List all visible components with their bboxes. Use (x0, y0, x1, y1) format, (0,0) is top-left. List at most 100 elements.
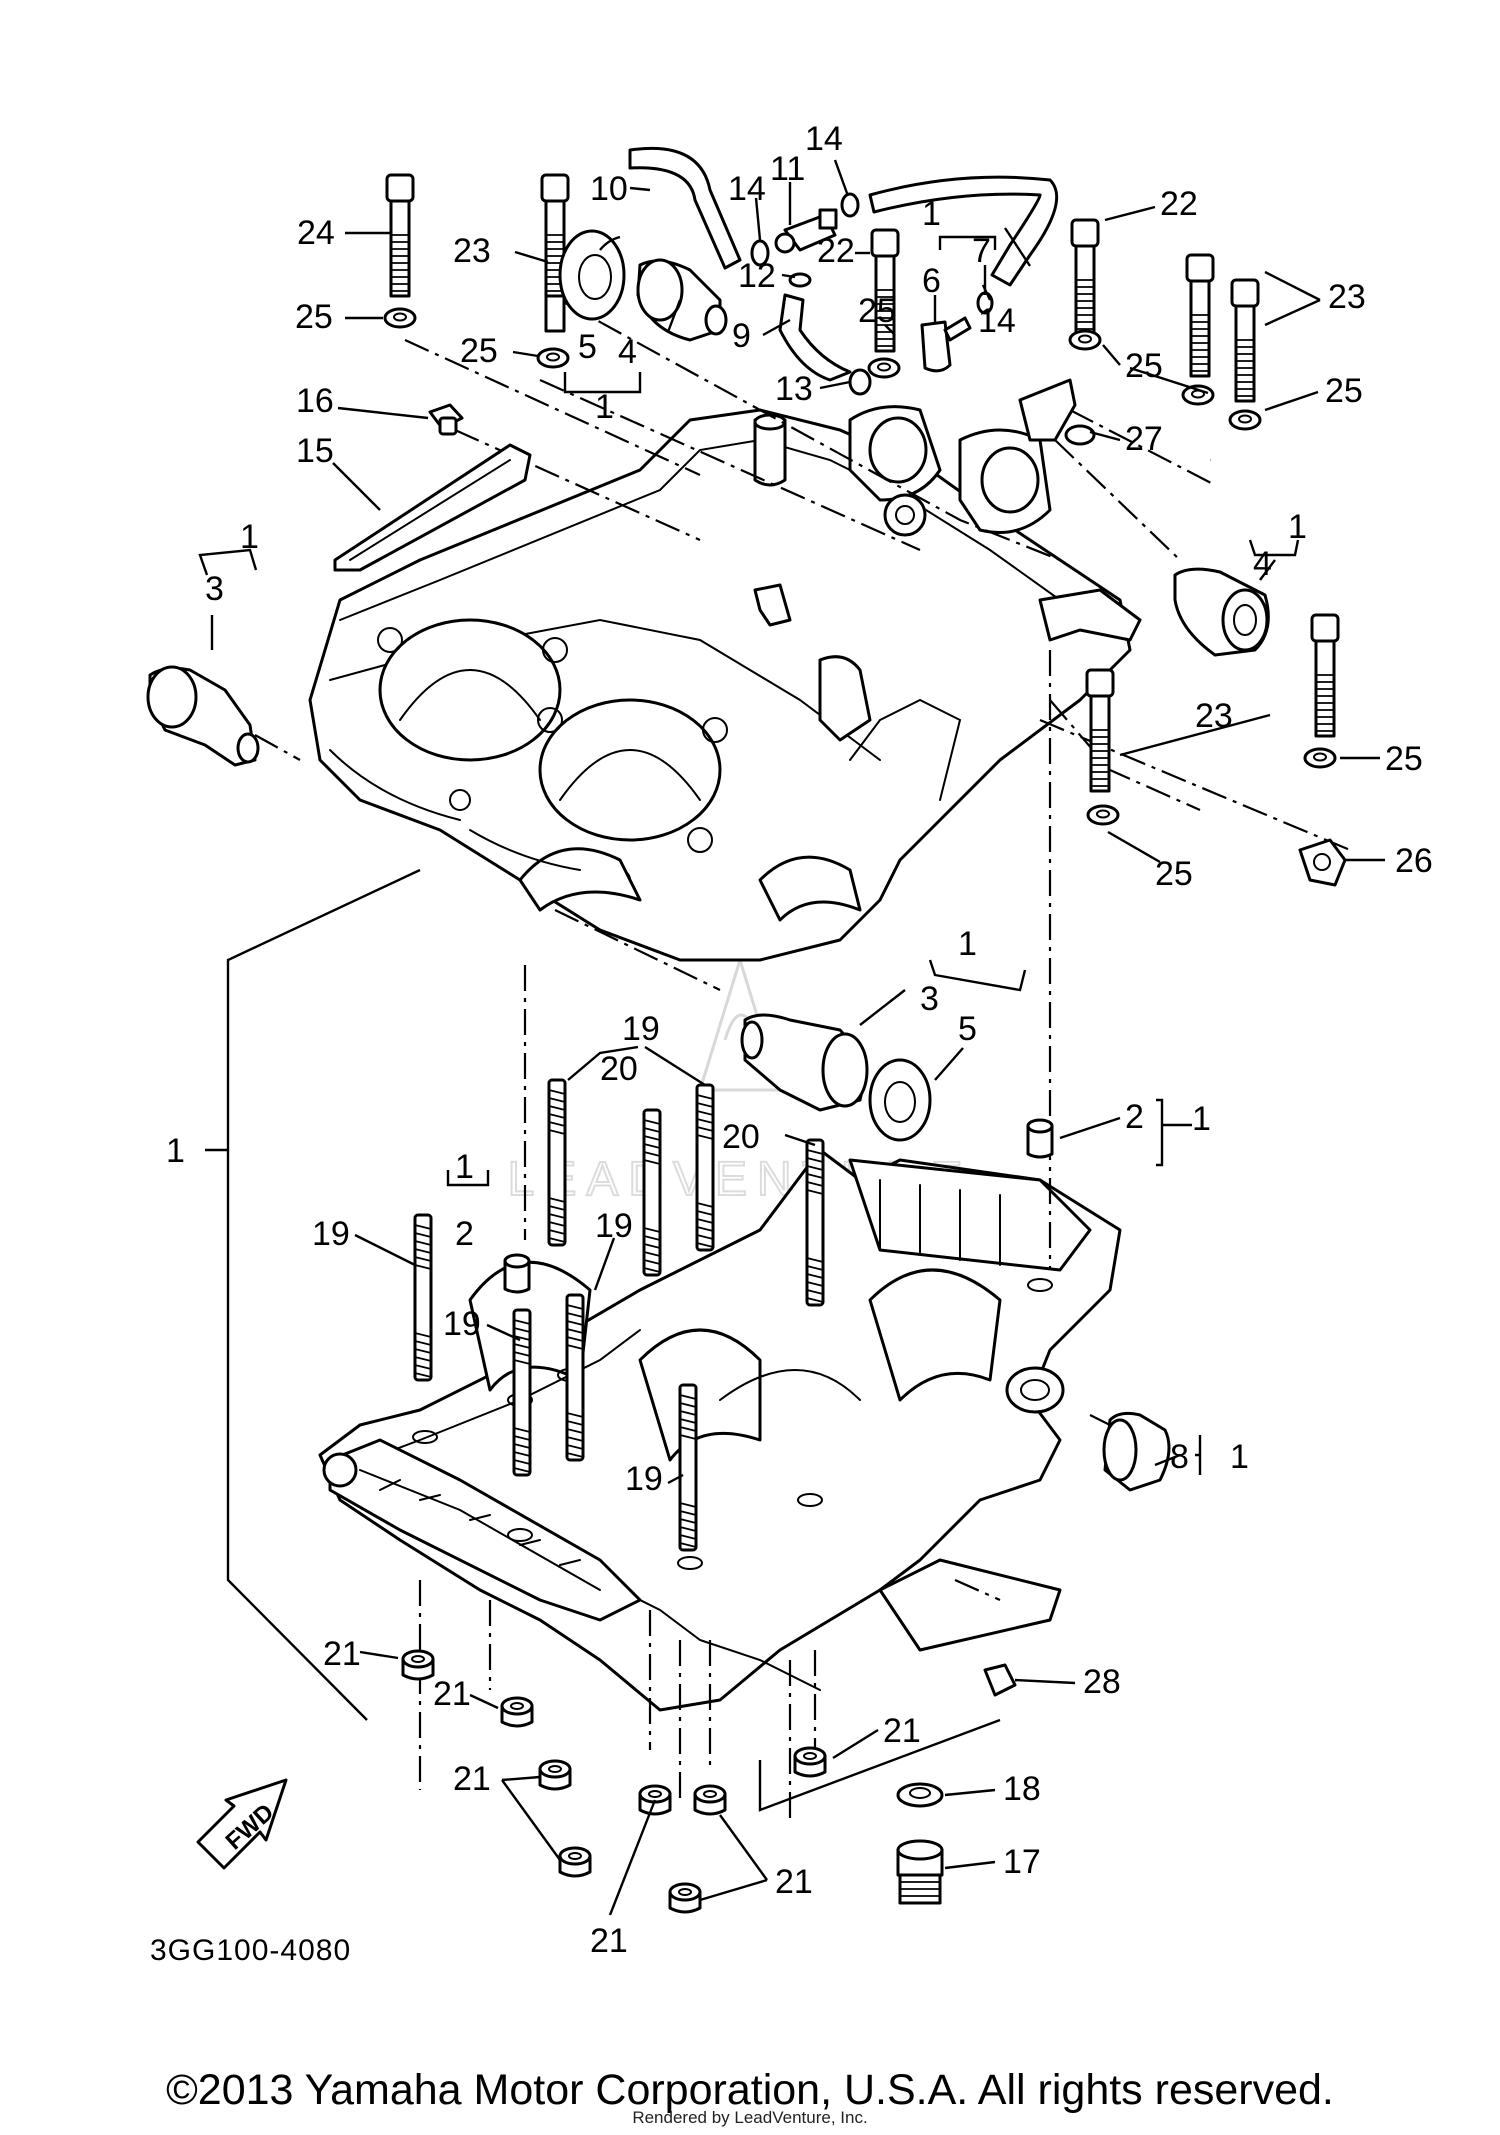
nut-21-h (793, 1746, 827, 1778)
bolt-22-b (1070, 218, 1100, 343)
callout-23-b: 23 (1328, 278, 1366, 316)
stud-19-d (512, 1308, 532, 1477)
nut-21-b (500, 1696, 534, 1728)
clip-13 (848, 368, 872, 396)
nut-21-d (558, 1846, 592, 1878)
callout-23-c: 23 (1195, 697, 1233, 735)
callout-25-c: 25 (858, 292, 896, 330)
hose-10 (628, 146, 742, 270)
bolt-24 (385, 173, 415, 298)
stud-20-a (547, 1078, 567, 1247)
bearing-3-mid (740, 1013, 869, 1112)
callout-14-c: 14 (978, 302, 1016, 340)
callout-1-top-a: 1 (595, 388, 614, 426)
seal-5-top (558, 229, 626, 321)
callout-25-a: 25 (295, 298, 333, 336)
stud-20-b (805, 1138, 825, 1307)
joint-11 (774, 208, 838, 254)
callout-24: 24 (297, 214, 335, 252)
upper-crankcase (308, 405, 1142, 962)
callout-7: 7 (972, 232, 991, 270)
washer-25-c (867, 357, 901, 379)
stud-19-f (678, 1383, 698, 1552)
callout-3-mid: 3 (920, 980, 939, 1018)
callout-25-d: 25 (1125, 347, 1163, 385)
callout-25-f: 25 (1385, 740, 1423, 778)
callout-12: 12 (738, 257, 776, 295)
bolt-23-c (1230, 278, 1260, 403)
callout-19-d: 19 (625, 1460, 663, 1498)
callout-5-top: 5 (578, 328, 597, 366)
callout-28: 28 (1083, 1663, 1121, 1701)
callout-8: 8 (1170, 1438, 1189, 1476)
callout-11: 11 (770, 150, 805, 188)
hose-7 (868, 175, 1059, 287)
cap-28 (983, 1663, 1017, 1697)
callout-6: 6 (922, 262, 941, 300)
clip-14-a (750, 239, 770, 267)
callout-21-c: 21 (883, 1712, 921, 1750)
washer-25-d (1068, 329, 1102, 351)
nut-21-c (538, 1759, 572, 1791)
drain-plug-17 (896, 1839, 944, 1905)
callout-2-left: 2 (455, 1215, 474, 1253)
bearing-8 (1102, 1411, 1171, 1492)
plug-16 (428, 403, 464, 436)
callout-17: 17 (1003, 1843, 1041, 1881)
callout-21-a: 21 (323, 1635, 361, 1673)
lower-crankcase (318, 1148, 1122, 1712)
washer-25-a (383, 307, 417, 329)
callout-21-d: 21 (453, 1760, 491, 1798)
bearing-4-right (1173, 567, 1270, 657)
callout-14-a: 14 (728, 170, 766, 208)
callout-4-top: 4 (618, 333, 637, 371)
callout-20-a: 20 (600, 1050, 638, 1088)
callout-18: 18 (1003, 1770, 1041, 1808)
seal-5-mid (868, 1058, 932, 1142)
bearing-4-top (636, 258, 728, 342)
callout-22-a: 22 (817, 232, 855, 270)
bolt-23-d (1085, 668, 1115, 793)
callout-5-mid: 5 (958, 1010, 977, 1048)
callout-1-left-b: 1 (166, 1132, 185, 1170)
leader-lines (198, 159, 1385, 1916)
stud-19-b (695, 1083, 715, 1252)
bolt-23-b (1185, 253, 1215, 378)
callout-1-left-c: 1 (455, 1148, 474, 1186)
bolt-23-e (1310, 613, 1340, 738)
callout-1-mid-a: 1 (958, 925, 977, 963)
callout-26: 26 (1395, 842, 1433, 880)
callout-25-b: 25 (460, 332, 498, 370)
callout-21-b: 21 (433, 1675, 471, 1713)
callout-1-left-a: 1 (240, 518, 259, 556)
dowel-2-left (503, 1253, 531, 1294)
stud-19-c (413, 1213, 433, 1382)
fitting-6 (920, 316, 972, 373)
nut-21-f (693, 1784, 727, 1816)
callout-21-f: 21 (590, 1922, 628, 1960)
callout-3-left: 3 (205, 570, 224, 608)
callout-25-g: 25 (1155, 855, 1193, 893)
callout-25-e: 25 (1325, 372, 1363, 410)
washer-18 (896, 1782, 944, 1808)
callout-19-c: 19 (443, 1305, 481, 1343)
bracket-27 (1018, 378, 1096, 446)
callout-21-e: 21 (775, 1863, 813, 1901)
nut-21-g (668, 1882, 702, 1914)
stud-19-a (642, 1108, 662, 1277)
gasket-15 (333, 443, 532, 572)
callout-14-b: 14 (805, 120, 843, 158)
rendered-by-credit: Rendered by LeadVenture, Inc. (632, 2108, 868, 2127)
dowel-2-right (1026, 1118, 1054, 1159)
bolt-23-a (540, 173, 570, 333)
stud-19-e (565, 1293, 585, 1462)
washer-25-f (1228, 409, 1262, 431)
callout-1-right-a: 1 (1288, 508, 1307, 546)
callout-19-a: 19 (312, 1215, 350, 1253)
callout-4-right: 4 (1253, 545, 1272, 583)
callout-9: 9 (732, 317, 751, 355)
callout-2-right: 2 (1125, 1098, 1144, 1136)
callout-1-top-b: 1 (922, 195, 941, 233)
forward-direction-arrow: FWD (196, 1778, 288, 1870)
